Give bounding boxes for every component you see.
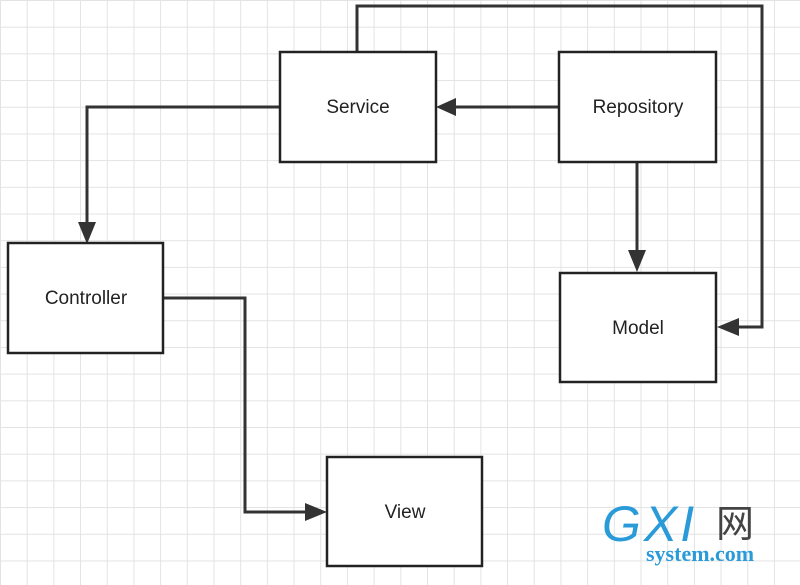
arrow-repository-to-model [628,250,646,272]
node-controller: Controller [6,241,165,355]
node-service-label: Service [326,97,389,118]
arrow-controller-to-view [305,503,327,521]
watermark-glyph: 网 [716,502,754,546]
arrow-service-to-controller [78,222,96,244]
watermark-site: system.com [646,541,754,566]
watermark-logo: GXI 网 system.com [602,496,754,566]
node-model: Model [558,271,718,384]
node-controller-label: Controller [45,288,128,309]
edges [78,4,764,521]
node-service: Service [278,50,438,164]
edge-service-to-controller [85,105,280,224]
watermark-letters: GXI [602,496,697,552]
node-view: View [325,455,484,568]
node-model-label: Model [612,318,664,339]
edge-service-to-model [355,4,764,329]
edge-controller-to-view [164,296,306,514]
node-repository: Repository [557,50,718,164]
arrow-repository-to-service [436,98,456,116]
node-view-label: View [385,502,426,523]
node-repository-label: Repository [593,97,684,118]
arrow-service-to-model [717,318,739,336]
